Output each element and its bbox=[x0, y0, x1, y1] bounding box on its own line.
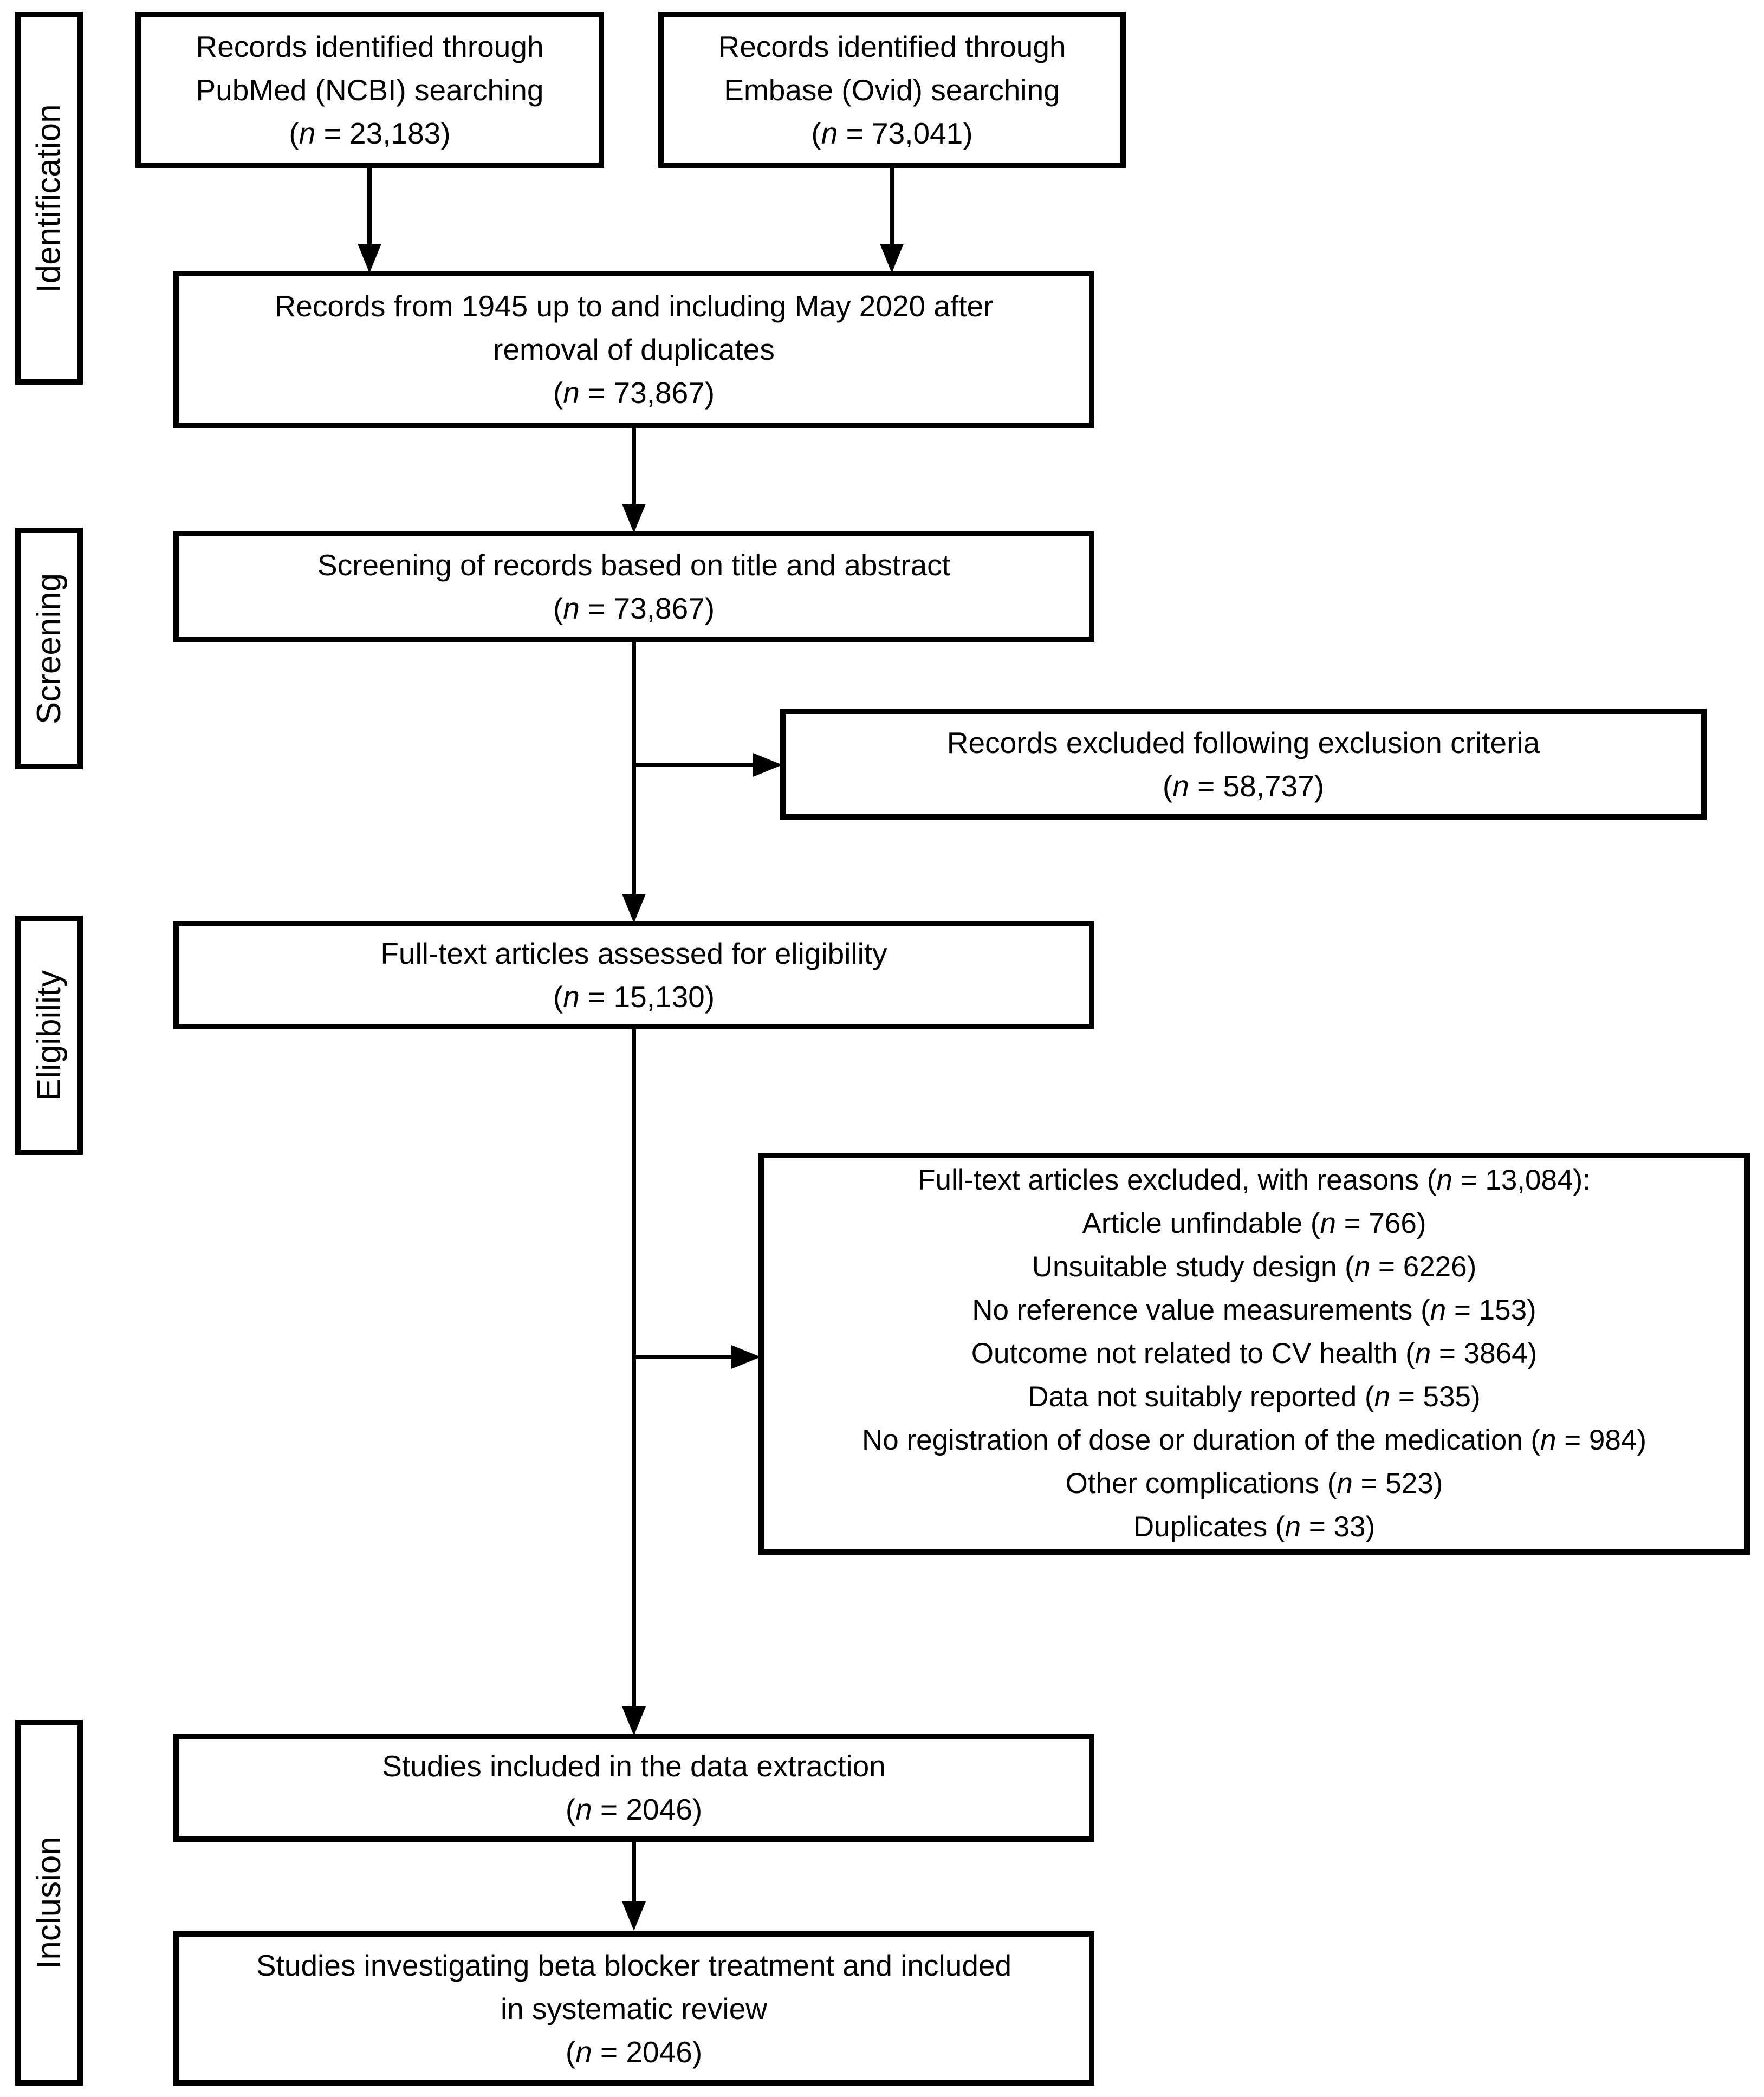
box-systematic-review-text: Studies investigating beta blocker treat… bbox=[256, 1948, 1012, 2069]
stage-label-screening-text: Screening bbox=[30, 573, 68, 724]
box-data-extraction: Studies included in the data extraction(… bbox=[173, 1734, 1094, 1842]
box-deduplicated-records: Records from 1945 up to and including Ma… bbox=[173, 271, 1094, 428]
box-systematic-review: Studies investigating beta blocker treat… bbox=[173, 1931, 1094, 2086]
stage-label-identification: Identification bbox=[15, 12, 83, 385]
box-title-abstract-screening: Screening of records based on title and … bbox=[173, 531, 1094, 642]
box-records-excluded: Records excluded following exclusion cri… bbox=[780, 709, 1707, 820]
box-data-extraction-text: Studies included in the data extraction(… bbox=[382, 1749, 886, 1826]
stage-label-eligibility-text: Eligibility bbox=[30, 970, 68, 1101]
arrowhead-extraction-down bbox=[622, 1901, 646, 1931]
arrowhead-embase-down bbox=[880, 244, 904, 273]
box-deduplicated-records-text: Records from 1945 up to and including Ma… bbox=[274, 289, 994, 410]
stage-label-inclusion: Inclusion bbox=[15, 1720, 83, 2086]
stage-label-inclusion-text: Inclusion bbox=[30, 1836, 68, 1969]
box-fulltext-excluded-text: Full-text articles excluded, with reason… bbox=[861, 1164, 1647, 1543]
arrowhead-pubmed-down bbox=[358, 244, 381, 273]
box-fulltext-excluded: Full-text articles excluded, with reason… bbox=[758, 1153, 1750, 1555]
stage-label-identification-text: Identification bbox=[30, 103, 68, 293]
box-fulltext-assessed-text: Full-text articles assessed for eligibil… bbox=[380, 937, 887, 1014]
stage-label-screening: Screening bbox=[15, 528, 83, 769]
arrowhead-records-excluded bbox=[753, 753, 782, 777]
box-fulltext-assessed: Full-text articles assessed for eligibil… bbox=[173, 921, 1094, 1029]
box-title-abstract-screening-text: Screening of records based on title and … bbox=[317, 548, 950, 625]
arrowhead-deduplicated-down bbox=[622, 504, 646, 533]
stage-label-eligibility: Eligibility bbox=[15, 916, 83, 1155]
box-records-excluded-text: Records excluded following exclusion cri… bbox=[946, 725, 1540, 803]
arrowhead-eligibility-down bbox=[622, 1706, 646, 1736]
arrowhead-screening-down bbox=[622, 894, 646, 923]
arrowhead-fulltext-excluded bbox=[731, 1345, 761, 1369]
